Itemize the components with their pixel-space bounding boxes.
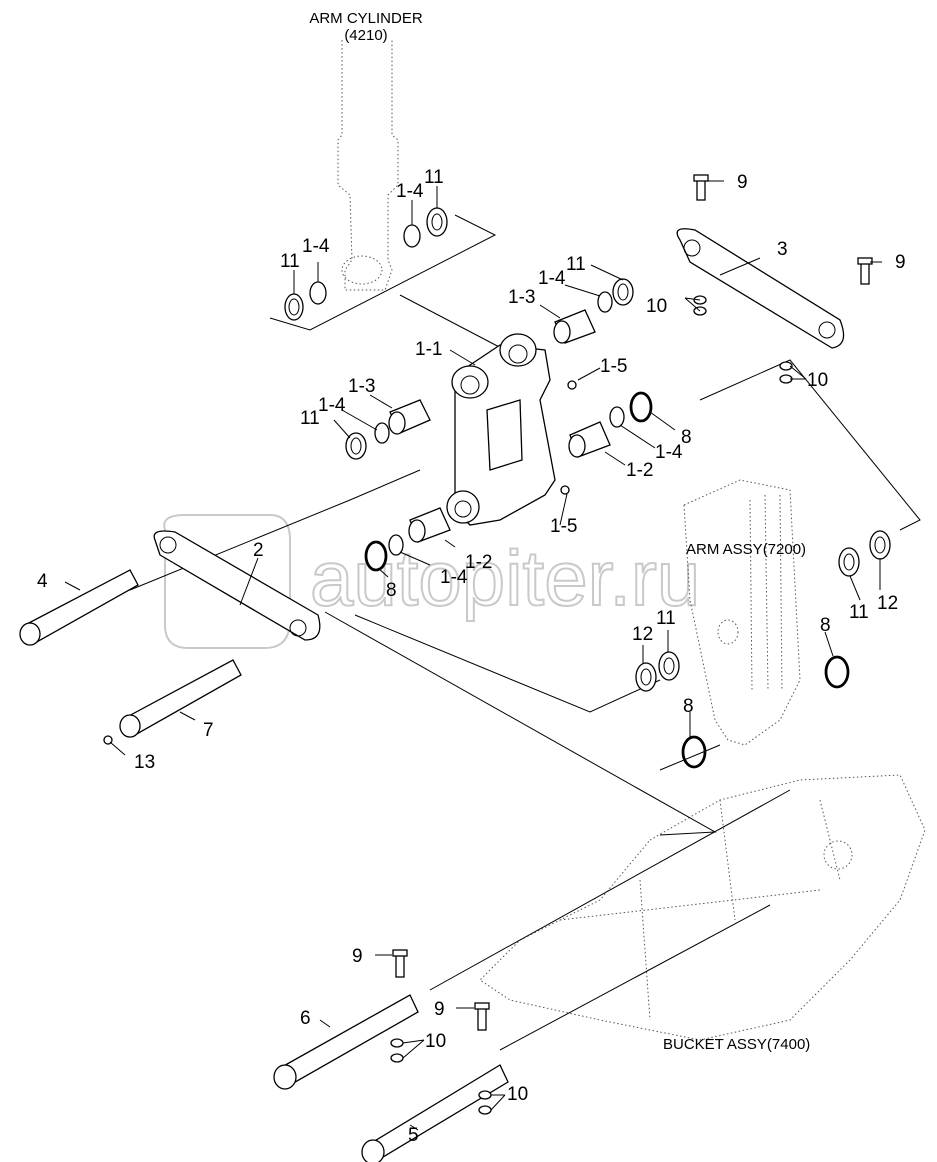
callout: 11 bbox=[849, 602, 869, 623]
callout: 10 bbox=[807, 370, 828, 391]
callout: 1-3 bbox=[508, 287, 535, 308]
bushings bbox=[388, 309, 611, 543]
callout: 9 bbox=[737, 172, 748, 193]
arm-cylinder-code: (4210) bbox=[344, 27, 387, 44]
side-link-2 bbox=[153, 530, 321, 641]
callout: 1-2 bbox=[465, 552, 492, 573]
callout: 9 bbox=[895, 252, 906, 273]
watermark-text: autopiter.ru bbox=[310, 534, 700, 622]
callout: 7 bbox=[203, 720, 214, 741]
arm-assy-ghost bbox=[683, 479, 801, 746]
callout: 11 bbox=[300, 408, 320, 429]
callout-numbers: 11 1-4 1-4 11 9 3 9 11 1-4 1-3 10 10 1-1… bbox=[37, 167, 906, 1146]
callout: 13 bbox=[134, 752, 155, 773]
callout: 8 bbox=[683, 696, 694, 717]
callout: 10 bbox=[507, 1084, 528, 1105]
callout: 1-4 bbox=[440, 567, 468, 588]
callout: 8 bbox=[681, 427, 692, 448]
bolts-and-nuts bbox=[103, 174, 873, 1115]
callout: 11 bbox=[280, 251, 300, 272]
watermark: autopiter.ru bbox=[163, 514, 701, 649]
arm-assy-label: ARM ASSY(7200) bbox=[686, 541, 806, 558]
bucket-assy-label: BUCKET ASSY(7400) bbox=[663, 1036, 810, 1053]
callout: 1-3 bbox=[348, 376, 375, 397]
callout: 12 bbox=[632, 624, 653, 645]
callout: 1-4 bbox=[396, 181, 424, 202]
callout: 1-5 bbox=[600, 356, 627, 377]
callout: 1-4 bbox=[318, 395, 346, 416]
callout-leaders bbox=[64, 180, 882, 1131]
callout: 5 bbox=[408, 1125, 419, 1146]
assembly-lines bbox=[129, 214, 921, 1051]
link-body-part bbox=[446, 333, 556, 526]
rings bbox=[284, 207, 891, 769]
callout: 11 bbox=[566, 254, 586, 275]
callout: 1-4 bbox=[655, 442, 683, 463]
callout: 10 bbox=[425, 1031, 446, 1052]
callout: 1-4 bbox=[302, 236, 330, 257]
arm-cylinder-ghost bbox=[337, 40, 399, 291]
pins bbox=[19, 569, 509, 1162]
callout: 4 bbox=[37, 571, 48, 592]
side-link-3 bbox=[676, 228, 845, 349]
callout: 9 bbox=[352, 946, 363, 967]
callout: 11 bbox=[656, 608, 676, 629]
callout: 2 bbox=[253, 540, 264, 561]
callout: 12 bbox=[877, 593, 898, 614]
callout: 1-5 bbox=[550, 516, 577, 537]
callout: 1-4 bbox=[538, 268, 566, 289]
callout: 1-2 bbox=[626, 460, 653, 481]
bucket-assy-ghost bbox=[479, 774, 926, 1041]
callout: 8 bbox=[820, 615, 831, 636]
callout: 10 bbox=[646, 296, 667, 317]
callout: 11 bbox=[424, 167, 444, 188]
arm-cylinder-label: ARM CYLINDER bbox=[309, 10, 423, 27]
callout: 8 bbox=[386, 580, 397, 601]
callout: 1-1 bbox=[415, 339, 442, 360]
callout: 3 bbox=[777, 239, 788, 260]
callout: 9 bbox=[434, 999, 445, 1020]
callout: 6 bbox=[300, 1008, 311, 1029]
